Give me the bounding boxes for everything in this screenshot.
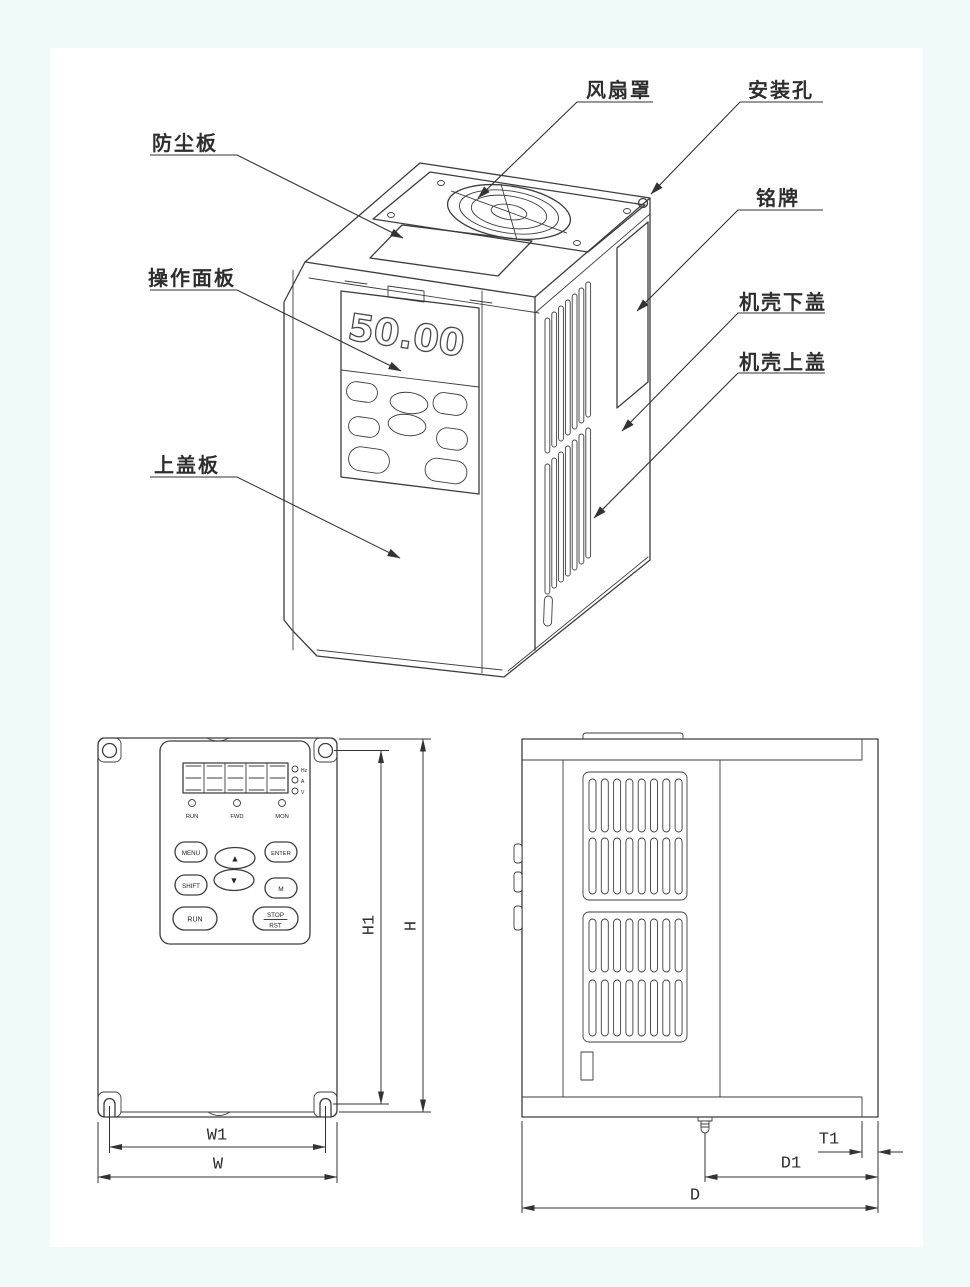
front-keypad-panel — [159, 740, 311, 945]
front-mounting-hole-left — [101, 742, 118, 759]
iso-vent-slots — [544, 281, 592, 595]
down-button — [213, 868, 255, 892]
side-view — [513, 732, 903, 1213]
callout-dust-plate: 防尘板 — [152, 131, 218, 155]
status-leds: RUN FWD MON — [186, 799, 289, 820]
status-label-fwd: FWD — [230, 814, 243, 820]
shift-button — [174, 874, 208, 896]
m-button — [264, 877, 298, 899]
drawing-sheet — [50, 48, 923, 1247]
iso-chassis-silhouette — [283, 162, 651, 678]
unit-label-a: A — [301, 779, 305, 785]
iso-keypad-buttons — [346, 381, 468, 485]
stop-rst-button — [252, 906, 299, 931]
stop-label: STOP — [267, 912, 284, 919]
side-body — [521, 738, 879, 1118]
unit-label-hz: Hz — [301, 768, 308, 774]
menu-button — [174, 841, 208, 863]
iso-display-value: 50.00 — [345, 306, 467, 366]
callout-fan-cover: 风扇罩 — [586, 78, 652, 102]
side-vent-block-lower — [582, 911, 688, 1043]
run-label: RUN — [187, 917, 202, 924]
side-bottom-screw — [697, 1116, 713, 1134]
run-button — [172, 906, 218, 931]
front-mounting-hole-right — [317, 742, 334, 759]
side-small-slot — [580, 1051, 594, 1081]
enter-button — [264, 841, 298, 863]
dim-label-w: W — [212, 1155, 224, 1175]
callout-upper-cover-plate: 上盖板 — [154, 453, 220, 477]
front-keypad-buttons: MENU ENTER SHIFT M RUN STOP RST ▲ ▼ — [172, 841, 299, 931]
down-arrow-glyph: ▼ — [230, 876, 239, 886]
side-vent-block-upper — [582, 771, 688, 901]
callout-operation-panel: 操作面板 — [148, 266, 236, 290]
iso-nameplate — [616, 221, 649, 409]
front-body — [97, 737, 338, 1118]
fan-cover-plate — [372, 171, 646, 253]
dim-label-h: H — [402, 920, 422, 932]
callout-nameplate: 铭牌 — [756, 186, 800, 210]
iso-view: 50.00 — [150, 101, 825, 678]
callout-case-upper-cover: 机壳上盖 — [739, 350, 827, 374]
iso-flange-slot — [543, 595, 553, 627]
up-arrow-glyph: ▲ — [231, 854, 240, 864]
shift-label: SHIFT — [182, 883, 200, 890]
iso-mounting-hole — [637, 197, 649, 209]
front-keyhole-left — [103, 1097, 116, 1118]
callout-leaders — [150, 101, 825, 559]
dim-label-h1: H1 — [360, 914, 380, 936]
unit-indicator-leds: Hz A V — [291, 765, 308, 796]
status-label-mon: MON — [275, 814, 289, 820]
front-view-dimensions — [97, 738, 431, 1183]
front-keyhole-right — [319, 1097, 332, 1118]
menu-label: MENU — [182, 850, 200, 857]
enter-label: ENTER — [271, 851, 291, 857]
front-view: Hz A V RUN FWD MON — [97, 737, 431, 1183]
dim-label-d: D — [689, 1186, 701, 1206]
dim-label-t1: T1 — [818, 1130, 840, 1150]
dim-label-d1: D1 — [780, 1154, 802, 1174]
side-view-dimensions — [521, 1121, 903, 1213]
dim-label-w1: W1 — [206, 1126, 228, 1146]
callout-mounting-hole: 安装孔 — [748, 78, 814, 102]
rst-label: RST — [269, 923, 282, 930]
iso-keypad-panel: 50.00 — [340, 290, 480, 495]
up-button — [214, 846, 256, 870]
fan-grille — [446, 183, 572, 241]
unit-label-v: V — [301, 790, 305, 796]
m-label: M — [278, 886, 283, 893]
status-label-run: RUN — [186, 814, 199, 820]
callout-case-lower-cover: 机壳下盖 — [739, 290, 827, 314]
front-display — [182, 762, 289, 794]
